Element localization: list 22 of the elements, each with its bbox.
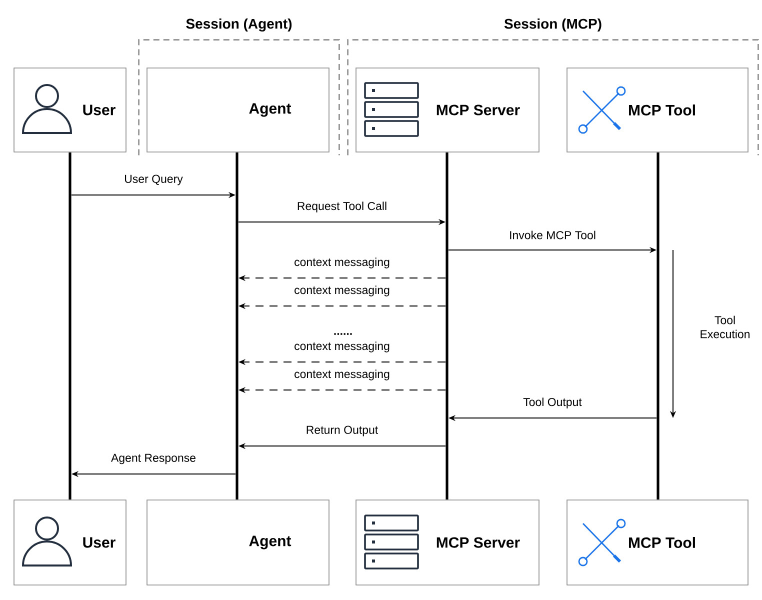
participant-box: Agent [146,68,330,152]
message-label: Tool Output [522,396,583,410]
message-label: context messaging [293,284,391,298]
message-label: Agent Response [110,452,198,466]
message-label: User Query [123,174,184,186]
participant-box: MCP Tool [566,68,748,152]
note-label: Tool Execution [700,316,750,338]
participant-box: User [14,500,126,586]
message-label: context messaging [293,368,391,382]
message-label: Invoke MCP Tool [508,230,597,240]
session-title: Session (MCP) [504,18,602,32]
message-label: context messaging [293,256,391,270]
ellipsis-label: ...... [334,333,352,335]
message-label: Request Tool Call [296,200,388,214]
participant-box: MCP Tool [566,500,748,586]
participant-box: MCP Server [356,68,540,152]
participant-box: MCP Server [356,500,540,586]
session-title: Session (Agent) [186,18,292,32]
message-label: Return Output [304,424,380,438]
message-label: context messaging [293,340,391,354]
participant-box: User [14,68,126,152]
participant-box: Agent [146,500,330,586]
